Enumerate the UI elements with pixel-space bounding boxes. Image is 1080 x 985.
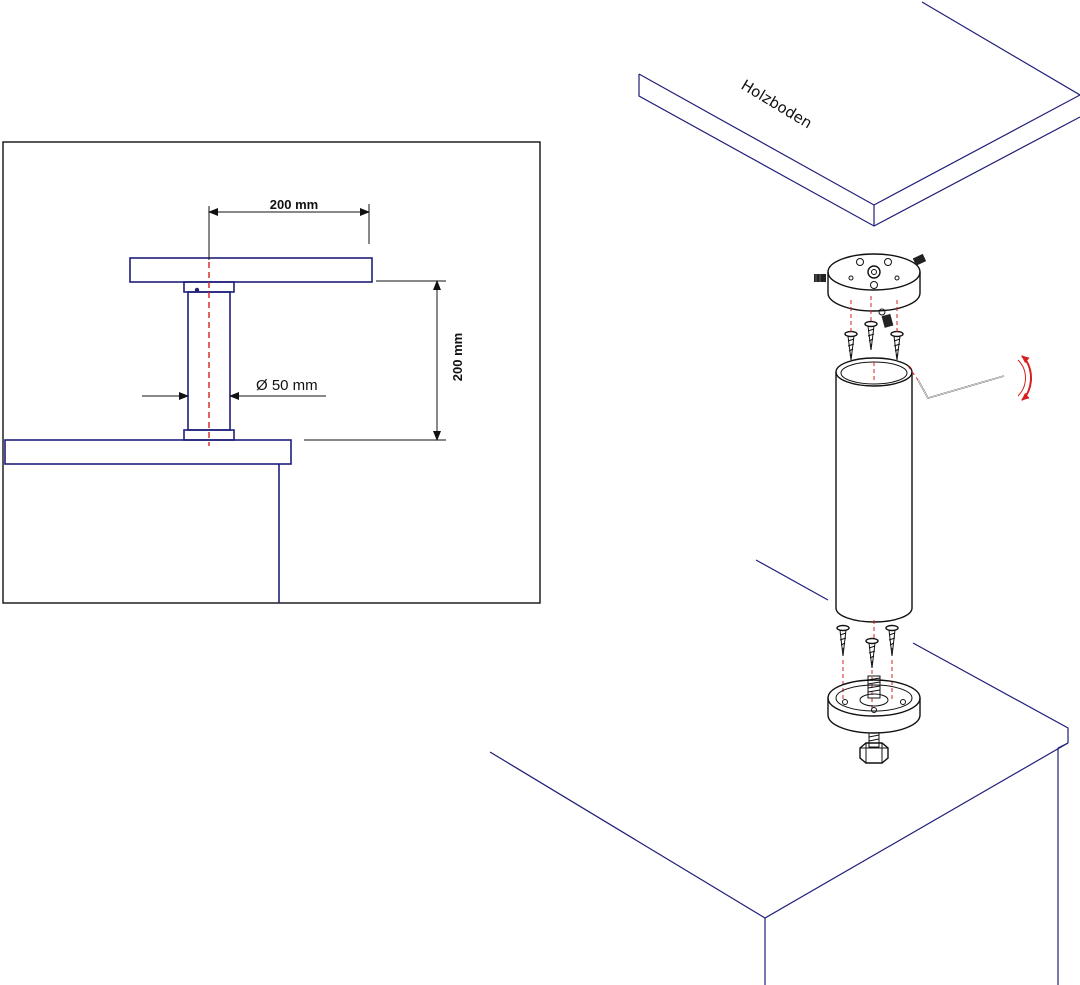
screw-upper-center xyxy=(864,320,878,351)
arm-length-label: 200 mm xyxy=(270,197,318,212)
rotate-arrow-icon xyxy=(1017,355,1032,401)
set-screw-dot xyxy=(194,287,200,293)
cabinet xyxy=(489,559,1069,985)
upper-shelf xyxy=(129,257,373,283)
grub-screw-left xyxy=(814,274,826,282)
exploded-view: Holzboden xyxy=(489,1,1080,985)
screw-lower-center xyxy=(865,637,879,669)
leveling-nut xyxy=(859,742,889,764)
tube xyxy=(835,357,913,623)
grub-screw-right xyxy=(912,253,927,266)
allen-key xyxy=(907,365,1005,399)
screw-upper-left xyxy=(844,330,858,361)
wood-shelf: Holzboden xyxy=(638,1,1080,227)
top-mounting-plate xyxy=(814,253,927,328)
side-view: 200 mm 200 mm Ø 50 mm xyxy=(2,141,541,604)
lower-shelf xyxy=(4,439,292,465)
wood-shelf-label: Holzboden xyxy=(738,76,815,132)
height-label: 200 mm xyxy=(450,333,465,381)
screw-upper-right xyxy=(890,330,904,361)
screw-lower-right xyxy=(885,624,899,657)
upper-screws xyxy=(844,296,904,361)
screw-lower-left xyxy=(836,624,850,657)
side-view-frame xyxy=(2,141,541,604)
base-plate xyxy=(827,675,921,764)
diameter-label: Ø 50 mm xyxy=(256,377,318,394)
lower-screws xyxy=(836,620,899,710)
grub-screw-front xyxy=(881,313,894,328)
